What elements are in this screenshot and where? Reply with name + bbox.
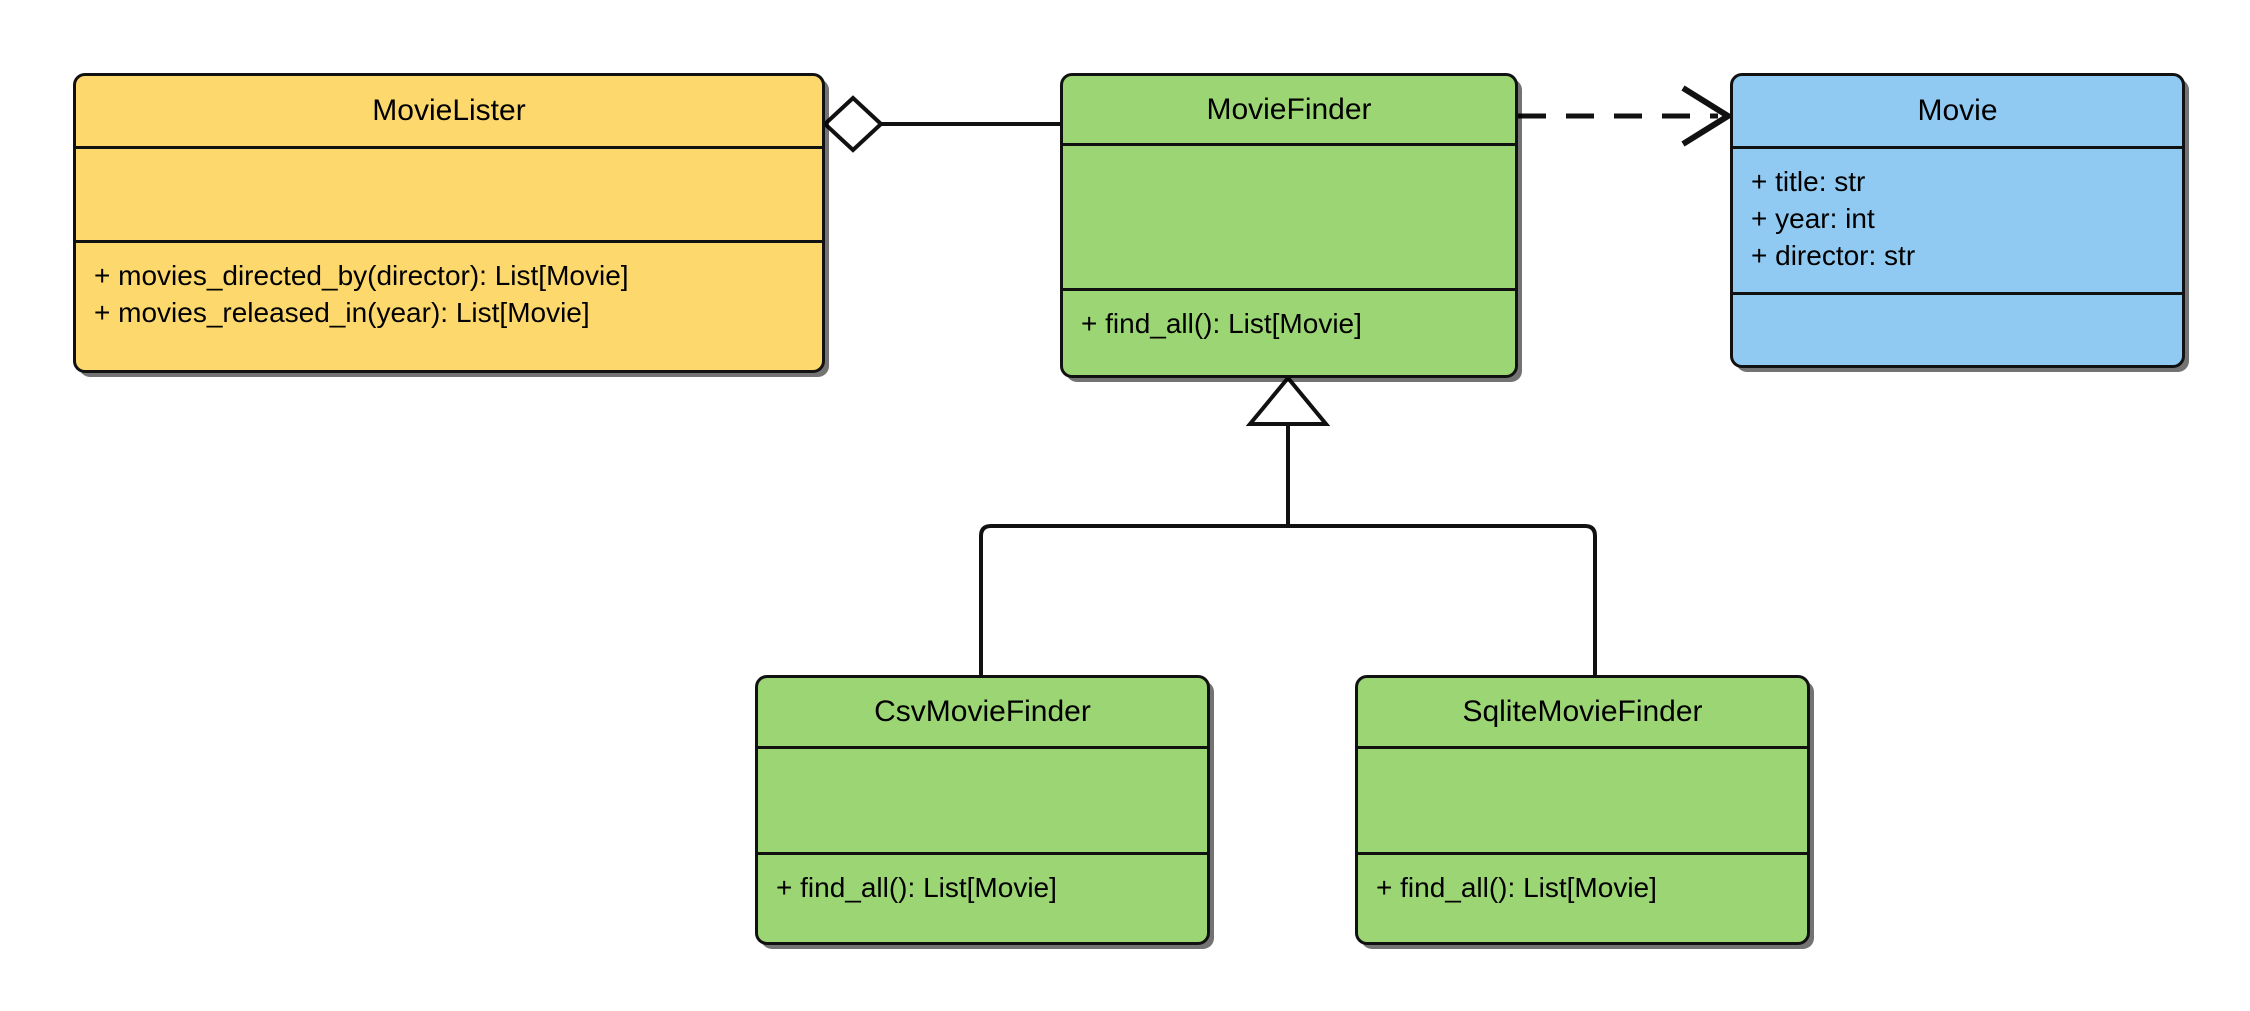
hollow-diamond-icon — [822, 95, 884, 153]
methods-compartment-csv-movie-finder: + find_all(): List[Movie] — [758, 852, 1207, 942]
class-name-csv-movie-finder: CsvMovieFinder — [874, 695, 1091, 728]
open-arrow-icon — [1681, 85, 1734, 147]
class-box-movie-lister[interactable]: MovieLister + movies_directed_by(directo… — [73, 73, 825, 373]
generalization-tree[interactable] — [979, 374, 1597, 675]
method-item: + find_all(): List[Movie] — [1376, 872, 1657, 903]
class-name-movie: Movie — [1917, 94, 1998, 127]
methods-compartment-movie — [1733, 292, 2182, 365]
class-box-movie-finder[interactable]: MovieFinder + find_all(): List[Movie] — [1060, 73, 1518, 378]
method-item: + movies_directed_by(director): List[Mov… — [94, 260, 629, 291]
attributes-compartment-movie: + title: str + year: int + director: str — [1733, 146, 2182, 292]
method-item: + find_all(): List[Movie] — [1081, 308, 1362, 339]
class-box-csv-movie-finder[interactable]: CsvMovieFinder + find_all(): List[Movie] — [755, 675, 1210, 945]
attribute-item: + title: str — [1751, 166, 1866, 197]
attribute-item: + year: int — [1751, 203, 1875, 235]
generalization-branch-csv — [979, 524, 1288, 675]
class-name-movie-finder: MovieFinder — [1206, 92, 1372, 126]
methods-compartment-movie-lister: + movies_directed_by(director): List[Mov… — [76, 240, 822, 370]
attributes-compartment-movie-lister — [76, 146, 822, 240]
dependency-finder-movie[interactable] — [1518, 85, 1734, 147]
attribute-item: + director: str — [1751, 240, 1916, 272]
class-box-movie[interactable]: Movie + title: str + year: int + directo… — [1730, 73, 2185, 368]
class-name-movie-lister: MovieLister — [372, 94, 526, 127]
attributes-compartment-movie-finder — [1063, 143, 1515, 288]
attributes-compartment-sqlite-movie-finder — [1358, 746, 1807, 852]
method-item: + find_all(): List[Movie] — [776, 872, 1057, 903]
class-name-sqlite-movie-finder: SqliteMovieFinder — [1462, 695, 1703, 728]
generalization-branch-sqlite — [1288, 524, 1597, 675]
class-box-sqlite-movie-finder[interactable]: SqliteMovieFinder + find_all(): List[Mov… — [1355, 675, 1810, 945]
methods-compartment-movie-finder: + find_all(): List[Movie] — [1063, 288, 1515, 375]
aggregation-lister-finder[interactable] — [822, 95, 1060, 153]
methods-compartment-sqlite-movie-finder: + find_all(): List[Movie] — [1358, 852, 1807, 942]
hollow-triangle-icon — [1245, 374, 1331, 426]
method-item: + movies_released_in(year): List[Movie] — [94, 297, 590, 329]
attributes-compartment-csv-movie-finder — [758, 746, 1207, 852]
